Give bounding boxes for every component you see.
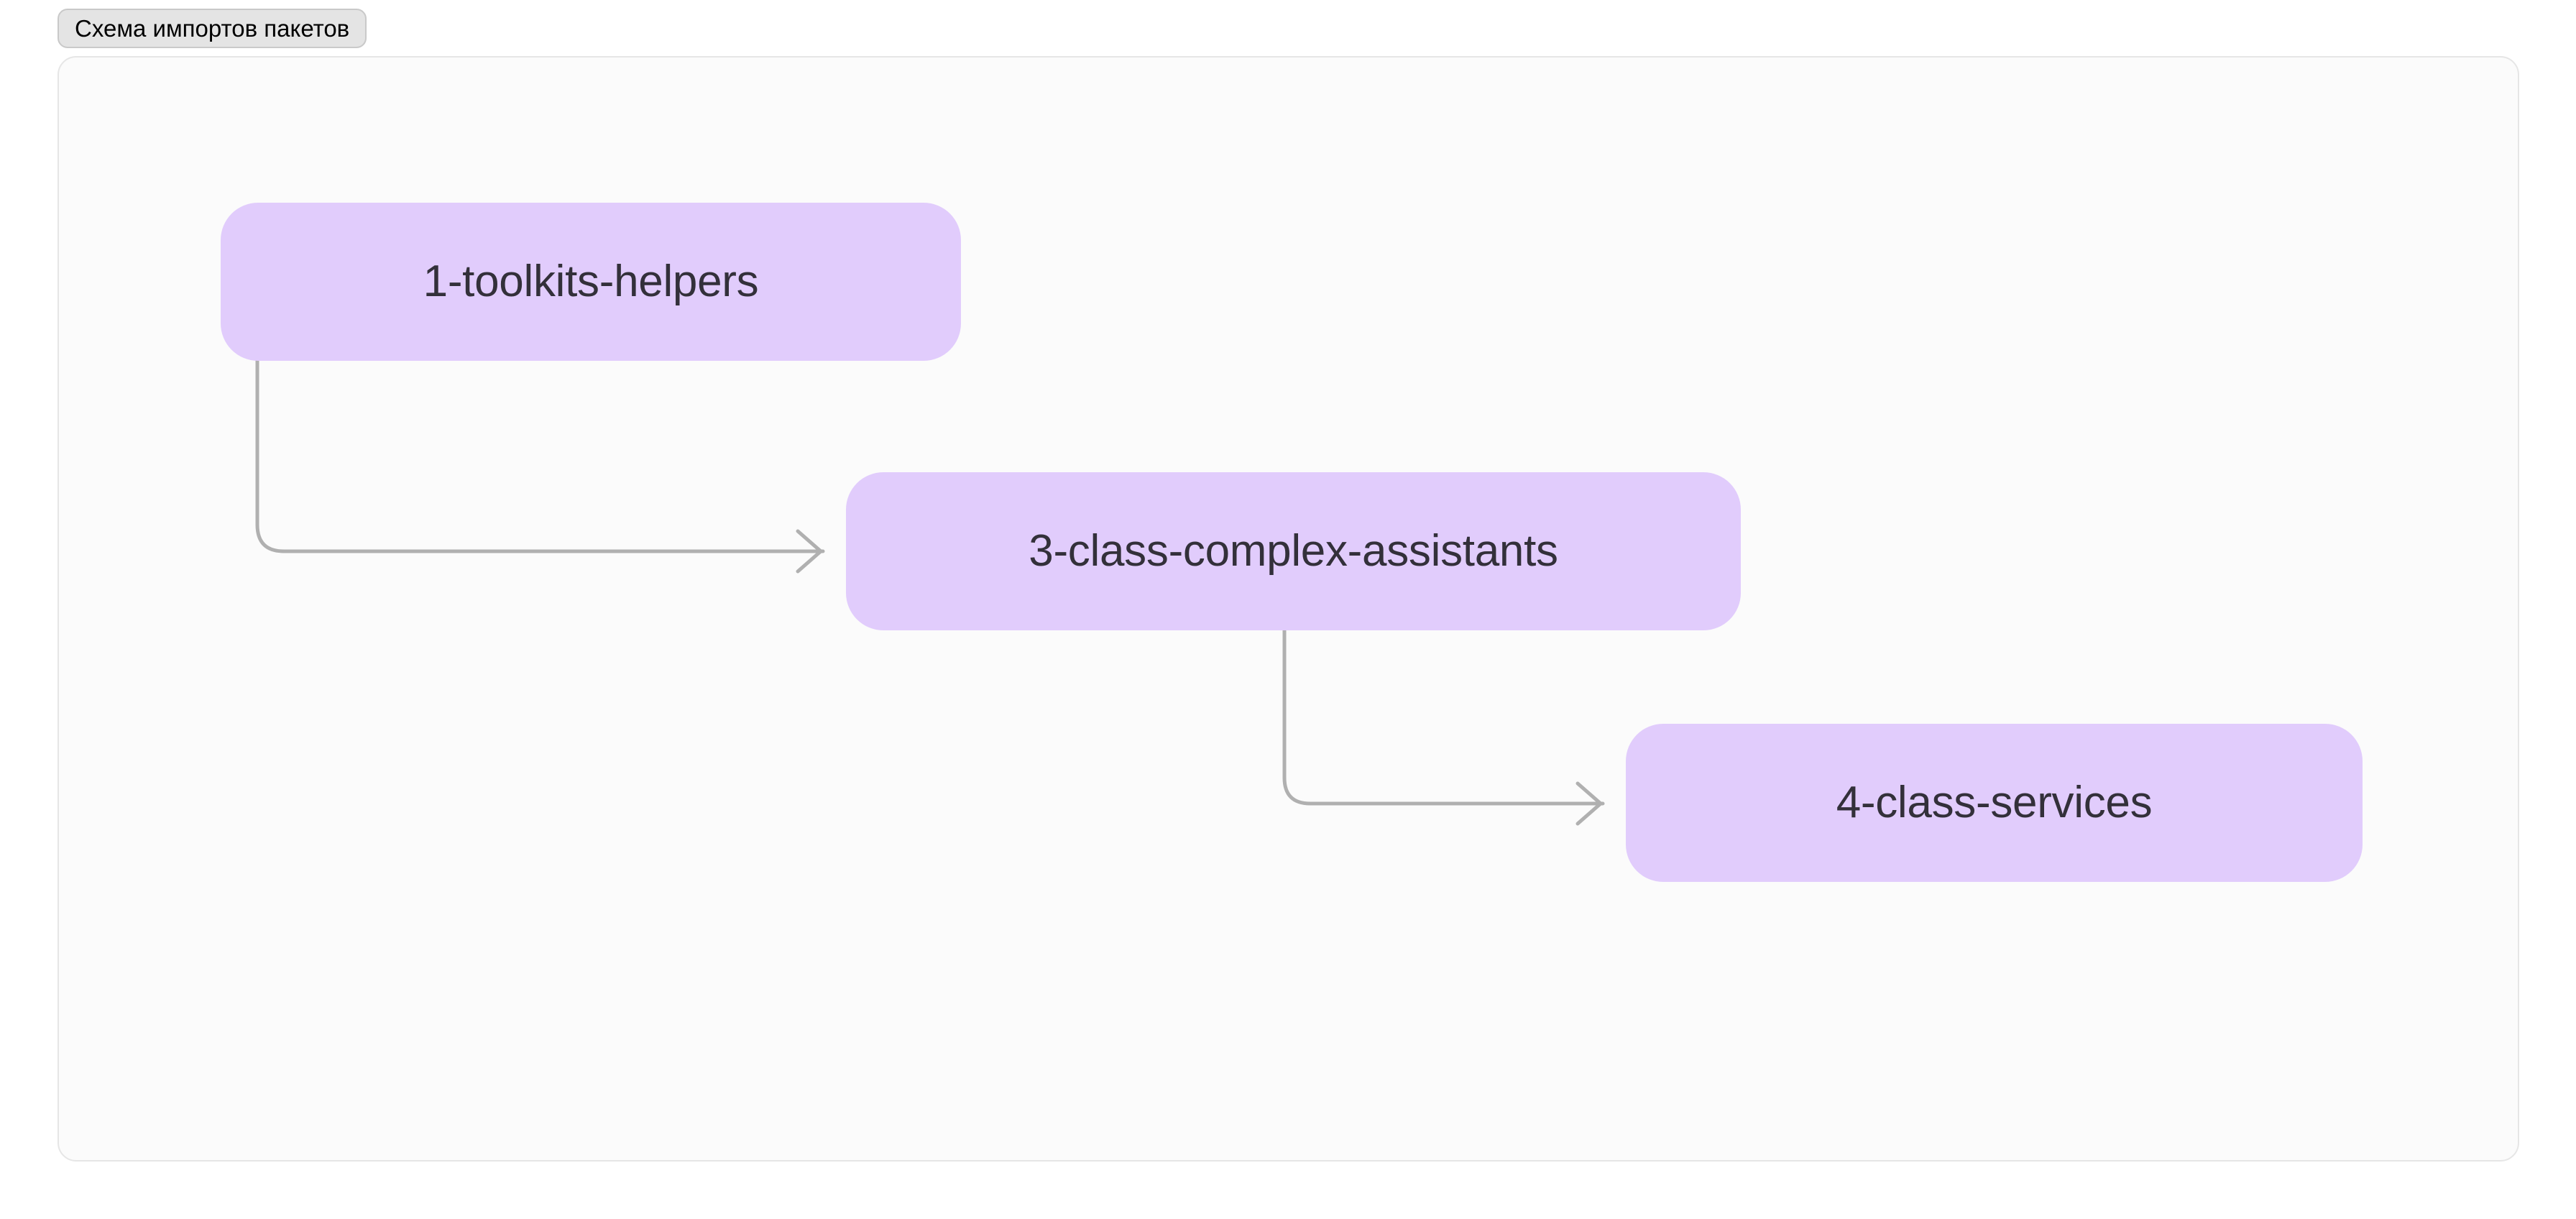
- edge-assistants-to-services: [1282, 628, 1605, 826]
- arrowhead-icon: [1576, 781, 1603, 826]
- node-label: 4-class-services: [1836, 777, 2153, 827]
- arrowhead-icon: [796, 529, 823, 574]
- diagram-title-label: Схема импортов пакетов: [75, 15, 350, 42]
- diagram-title-pill[interactable]: Схема импортов пакетов: [58, 9, 367, 48]
- node-4-class-services[interactable]: 4-class-services: [1626, 724, 2363, 882]
- node-label: 1-toolkits-helpers: [423, 256, 759, 306]
- node-label: 3-class-complex-assistants: [1029, 525, 1558, 576]
- graph-layer: 1-toolkits-helpers 3-class-complex-assis…: [59, 58, 2518, 1160]
- node-1-toolkits-helpers[interactable]: 1-toolkits-helpers: [221, 203, 961, 361]
- diagram-canvas-panel[interactable]: 1-toolkits-helpers 3-class-complex-assis…: [58, 56, 2519, 1162]
- node-3-class-complex-assistants[interactable]: 3-class-complex-assistants: [846, 472, 1741, 630]
- edge-toolkits-to-assistants: [255, 359, 825, 574]
